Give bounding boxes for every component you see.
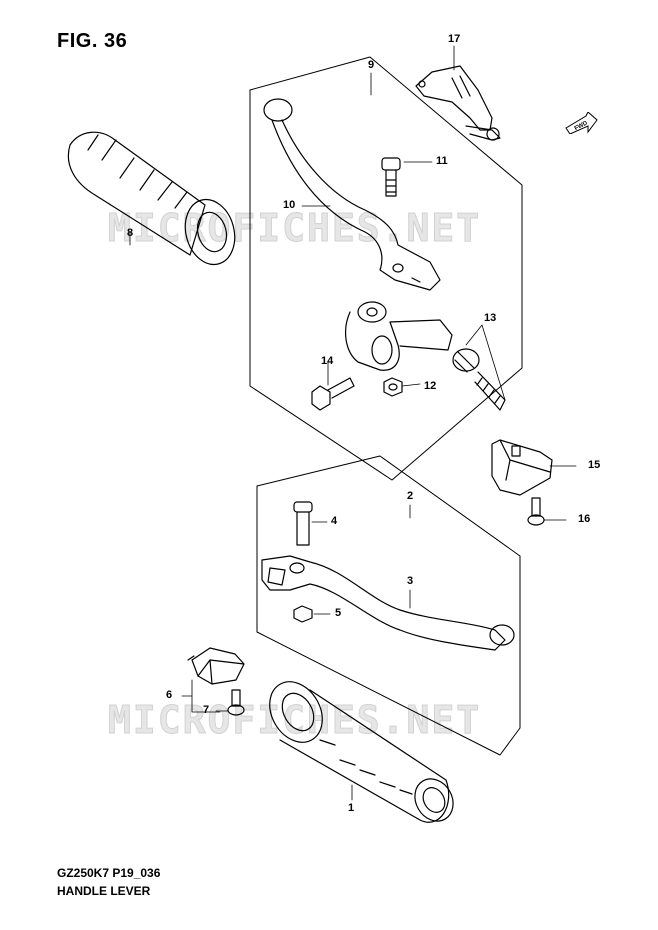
callout-17: 17 — [448, 33, 461, 45]
pivot-bolt-4 — [293, 501, 313, 546]
nut-5 — [293, 605, 313, 623]
watermark-top: MICROFICHES.NET — [107, 206, 482, 251]
callout-10: 10 — [283, 199, 296, 211]
pivot-bolt-11 — [381, 157, 401, 197]
callout-9: 9 — [368, 59, 375, 71]
switch-6 — [187, 647, 245, 685]
screw-7 — [227, 689, 245, 716]
callout-16: 16 — [578, 513, 591, 525]
group-name: HANDLE LEVER — [57, 884, 151, 898]
bolt-14 — [311, 377, 355, 411]
throttle-grip — [269, 681, 454, 823]
brake-lever — [261, 555, 515, 651]
callout-7: 7 — [203, 704, 210, 716]
lever-holder — [344, 301, 453, 371]
watermark-bottom: MICROFICHES.NET — [107, 698, 482, 743]
leader-lines — [129, 45, 577, 801]
fwd-arrow-icon: FWD — [565, 112, 598, 134]
callout-12: 12 — [424, 380, 437, 392]
callout-2: 2 — [407, 490, 414, 502]
callout-1: 1 — [348, 802, 355, 814]
switch-15 — [491, 439, 553, 496]
callout-4: 4 — [331, 515, 338, 527]
callout-15: 15 — [588, 459, 601, 471]
callout-13: 13 — [484, 312, 497, 324]
bracket-17 — [415, 65, 501, 141]
clutch-adjuster — [452, 348, 506, 411]
left-grip — [67, 131, 236, 266]
callout-5: 5 — [335, 607, 342, 619]
clutch-lever — [263, 98, 441, 291]
callout-14: 14 — [321, 355, 334, 367]
figure-title: FIG. 36 — [57, 30, 128, 52]
model-code: GZ250K7 P19_036 — [57, 866, 161, 880]
callout-11: 11 — [436, 155, 448, 167]
screw-16 — [527, 497, 545, 526]
callout-3: 3 — [407, 575, 414, 587]
upper-assembly-box — [249, 56, 523, 481]
nut-12 — [383, 377, 403, 397]
callout-8: 8 — [127, 227, 134, 239]
callout-6: 6 — [166, 689, 173, 701]
lower-assembly-box — [256, 455, 521, 756]
